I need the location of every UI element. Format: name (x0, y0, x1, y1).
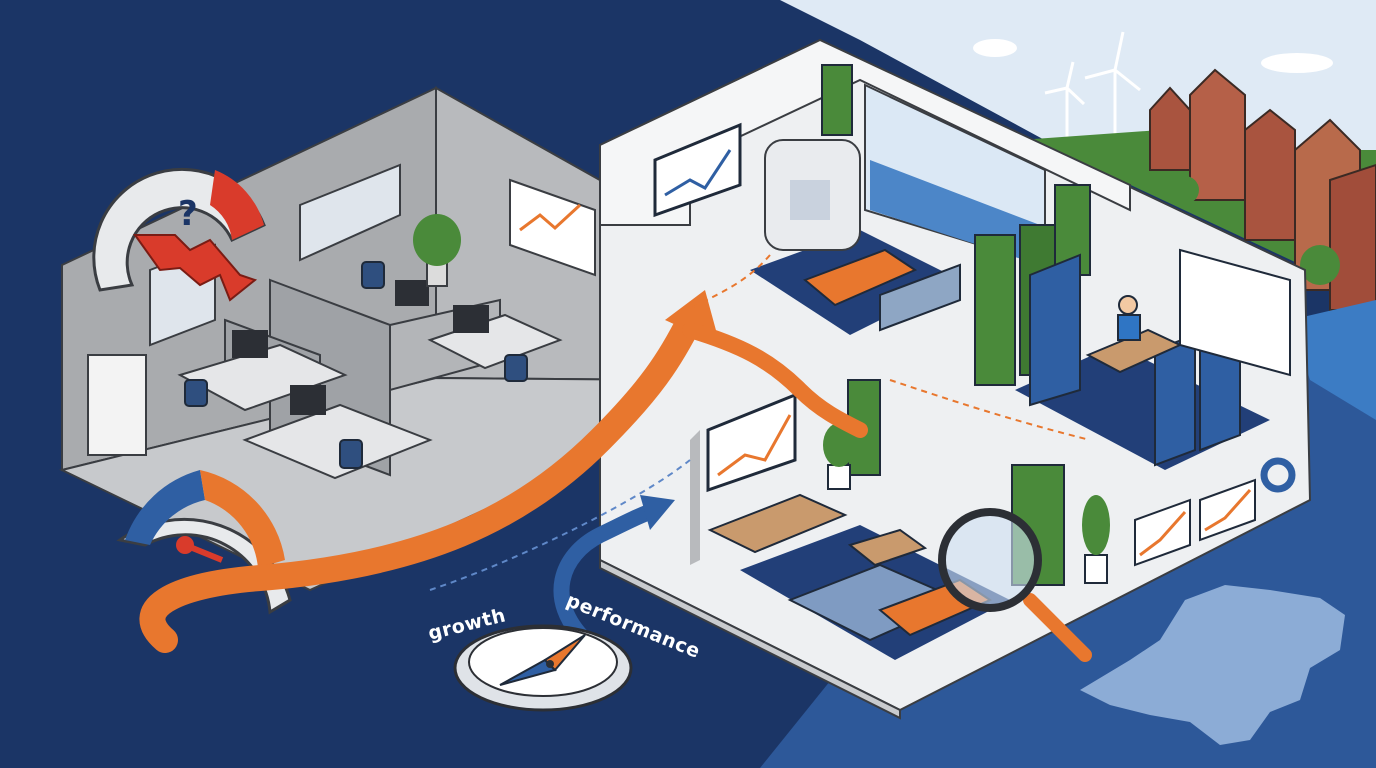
growth-arrow-upper (682, 322, 868, 438)
speedometer-icon: ? (92, 167, 266, 292)
monitor (453, 305, 489, 333)
speedometer-icon: ? (116, 470, 292, 615)
compass-icon (453, 624, 633, 712)
monitor (395, 280, 429, 306)
chart-icon (706, 392, 797, 493)
modern-office-back-wall (599, 38, 1131, 226)
decline-arrow-icon (133, 234, 258, 302)
chart-icon (1134, 478, 1256, 567)
office-chairs (184, 261, 528, 469)
acoustic-panel (1029, 253, 1081, 407)
netherlands-map-icon (1080, 585, 1345, 745)
worker (1118, 295, 1138, 315)
clouds (973, 39, 1333, 73)
dashed-path (689, 254, 771, 311)
dashed-path (429, 459, 691, 591)
performance-arrow-head (640, 495, 675, 530)
growth-arrow (139, 307, 703, 653)
partition-wall (690, 430, 700, 565)
green-wall (974, 234, 1016, 386)
paper-stack (87, 354, 147, 456)
whiteboard (1179, 248, 1291, 377)
performance-arrow (553, 502, 663, 648)
plant-icon (413, 214, 461, 287)
table (847, 528, 928, 567)
chart-icon (653, 122, 742, 218)
plant-icon (823, 423, 1110, 584)
gauge-top-mark: ? (178, 194, 198, 234)
sofa (803, 248, 918, 307)
window (299, 163, 401, 262)
monitor (232, 330, 268, 358)
desk (242, 403, 433, 480)
magnifying-glass-icon (938, 508, 1092, 662)
green-wall (821, 64, 853, 136)
reception-desk (707, 493, 848, 554)
canal (1290, 300, 1376, 420)
sofa (879, 263, 961, 332)
dashed-path (889, 379, 1091, 441)
donut-chart-icon (1260, 457, 1296, 493)
canal-houses (1149, 68, 1376, 311)
front-wall (599, 558, 901, 720)
monitor (290, 385, 326, 415)
